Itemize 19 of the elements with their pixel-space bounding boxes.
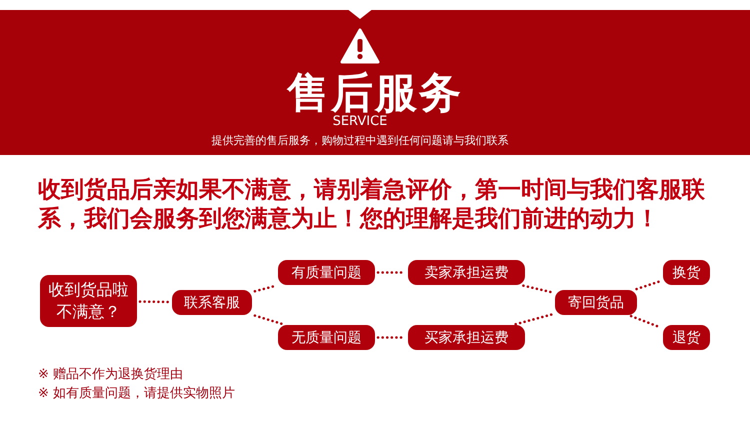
process-box: 联系客服: [172, 290, 252, 315]
note-text: ※ 如有质量问题，请提供实物照片: [38, 385, 236, 403]
notice-text: 收到货品后亲如果不满意，请别着急评价，第一时间与我们客服联系，我们会服务到您满意为止！您的理解是我们前进的动力！: [38, 176, 706, 234]
process-box: 无质量问题: [278, 325, 375, 350]
process-box: 换货: [663, 260, 710, 285]
process-box: 寄回货品: [555, 290, 637, 315]
process-box: 买家承担运费: [408, 325, 525, 350]
process-box: 有质量问题: [278, 260, 375, 285]
dotted-connector: [138, 300, 170, 304]
subtitle: SERVICE: [332, 114, 388, 130]
note-text: ※ 赠品不作为退换货理由: [38, 366, 184, 384]
tagline: 提供完善的售后服务，购物过程中遇到任何问题请与我们联系: [210, 134, 510, 148]
process-box: 收到货品啦不满意？: [40, 275, 137, 327]
dotted-connector: [522, 284, 554, 294]
dotted-connector: [514, 313, 554, 326]
dotted-connector: [254, 314, 284, 326]
dotted-connector: [635, 280, 662, 290]
process-box: 卖家承担运费: [408, 260, 525, 285]
process-box: 退货: [663, 325, 710, 350]
